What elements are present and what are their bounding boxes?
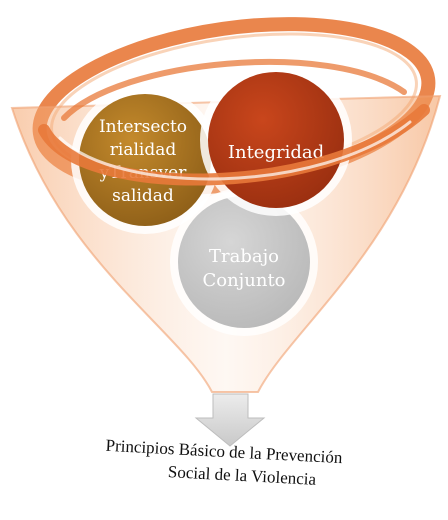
trabajo-line-1: Trabajo	[209, 246, 279, 267]
funnel-front-rim	[38, 58, 430, 186]
interseccionalidad-line-2: rialidad	[110, 140, 177, 160]
circle-interseccionalidad: Intersecto rialidad yTransver salidad	[71, 86, 219, 234]
circle-trabajo-conjunto: Trabajo Conjunto	[170, 188, 318, 336]
integridad-label: Integridad	[228, 142, 324, 163]
down-arrow-icon	[194, 393, 266, 447]
interseccionalidad-line-1: Intersecto	[99, 117, 187, 137]
interseccionalidad-line-4: salidad	[112, 186, 174, 206]
trabajo-line-2: Conjunto	[202, 270, 285, 291]
circle-integridad: Integridad	[200, 64, 352, 216]
